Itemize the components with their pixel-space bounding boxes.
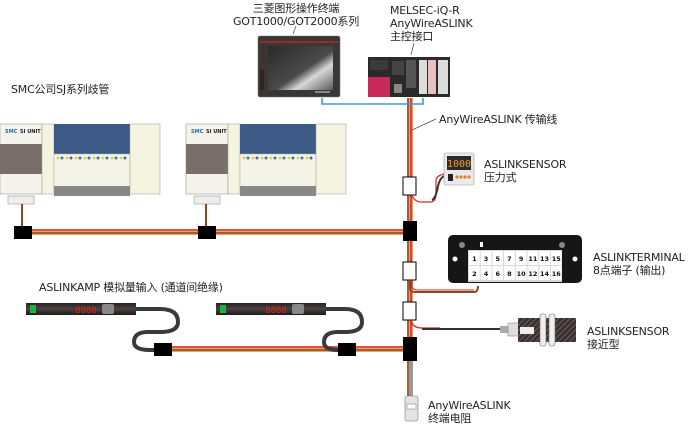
- smc-brand-text: SMC: [191, 129, 204, 135]
- amp-display-1: 8888: [75, 306, 97, 316]
- proximity-sensor-label-line-1: ASLINKSENSOR: [587, 325, 670, 338]
- smc-brand-text: SMC: [5, 129, 18, 135]
- terminal-number: 16: [552, 270, 562, 278]
- got-label: 三菱图形操作终端 GOT1000/GOT2000系列: [226, 2, 366, 28]
- amp-1-cable: [131, 307, 181, 352]
- terminal-number: 8: [507, 270, 512, 278]
- ethernet-cable: [321, 98, 424, 105]
- amp-2-cable: [321, 307, 365, 352]
- terminal-cell: [539, 251, 550, 265]
- terminal-number: 9: [519, 255, 524, 263]
- terminal-label: ASLINKTERMINAL 8点端子 (输出): [593, 251, 685, 277]
- terminal-cell: [504, 251, 515, 265]
- terminal-cell: [469, 251, 480, 265]
- terminal-cell: [504, 266, 515, 280]
- terminal-cell: [492, 266, 504, 280]
- tap-proximity-sensor: [402, 301, 417, 321]
- terminal-cell: [492, 251, 504, 265]
- terminal-number: 5: [495, 255, 500, 263]
- terminal-cell: [480, 266, 492, 280]
- got-hmi-device[interactable]: [257, 35, 341, 98]
- si-unit-text: SI UNIT: [20, 129, 41, 135]
- pressure-sensor-label-line-1: ASLINKSENSOR: [484, 158, 567, 171]
- proximity-sensor-label-line-2: 接近型: [587, 338, 620, 351]
- cable-label: AnyWireASLINK 传输线: [439, 113, 558, 126]
- smc-label: SMC公司SJ系列歧管: [11, 83, 110, 96]
- proximity-sensor-label: ASLINKSENSOR 接近型: [587, 325, 670, 351]
- terminal-label-line-2: 8点端子 (输出): [593, 264, 666, 277]
- terminal-number: 11: [528, 255, 538, 263]
- terminal-number: 15: [552, 255, 562, 263]
- si-unit-text: SI UNIT: [206, 129, 227, 135]
- melsec-label-line-3: 主控接口: [390, 30, 434, 43]
- junction-upper: [403, 221, 417, 241]
- terminal-number: 2: [472, 270, 477, 278]
- terminator-device[interactable]: [404, 395, 419, 422]
- terminal-cell: [527, 251, 539, 265]
- tap-terminal: [402, 261, 417, 281]
- terminal-cell: [480, 251, 492, 265]
- terminal-number: 4: [484, 270, 489, 278]
- terminal-number: 10: [517, 270, 527, 278]
- melsec-leader-line: [410, 42, 415, 56]
- terminal-number: 14: [540, 270, 550, 278]
- terminal-cell: [539, 266, 550, 280]
- aslink-amp-2[interactable]: 8888: [216, 303, 326, 316]
- got-label-line-1: 三菱图形操作终端: [252, 2, 340, 15]
- melsec-label: MELSEC-iQ-R AnyWireASLINK 主控接口: [390, 4, 473, 43]
- cable-leader-line: [411, 118, 437, 131]
- terminator-label-line-1: AnyWireASLINK: [428, 399, 511, 412]
- terminal-number: 6: [495, 270, 500, 278]
- terminal-cell: [550, 266, 562, 280]
- connector-smc-1: [14, 226, 32, 239]
- terminal-cell: [515, 251, 527, 265]
- smc-manifold-1[interactable]: SMC SI UNIT: [0, 123, 161, 205]
- got-label-line-2: GOT1000/GOT2000系列: [232, 15, 360, 28]
- connector-amp-2: [338, 343, 356, 356]
- smc-manifold-2[interactable]: SMC SI UNIT: [185, 123, 347, 205]
- aslink-amp-1[interactable]: 8888: [26, 303, 136, 316]
- connector-smc-2: [198, 226, 216, 239]
- aslink-terminal-device[interactable]: [448, 235, 582, 283]
- proximity-sensor-device[interactable]: [500, 313, 576, 347]
- connector-amp-1: [154, 343, 172, 356]
- terminal-number: 7: [507, 255, 512, 263]
- terminal-cell: [469, 266, 480, 280]
- tap-pressure-sensor: [402, 176, 417, 196]
- amp-display-2: 8888: [265, 306, 287, 316]
- pressure-sensor-device[interactable]: 1000: [443, 152, 475, 186]
- terminal-cell: [527, 266, 539, 280]
- terminal-number: 3: [484, 255, 489, 263]
- junction-lower: [403, 337, 417, 361]
- main-bus-horizontal-lower: [160, 346, 413, 352]
- terminal-cell: [550, 251, 562, 265]
- terminator-label: AnyWireASLINK 终端电阻: [428, 399, 511, 425]
- terminal-label-line-1: ASLINKTERMINAL: [593, 251, 685, 264]
- pressure-sensor-label-line-2: 压力式: [484, 171, 517, 184]
- melsec-label-line-1: MELSEC-iQ-R: [390, 4, 460, 17]
- melsec-plc-device[interactable]: [368, 57, 450, 97]
- pressure-display: 1000: [447, 159, 471, 170]
- amp-label: ASLINKAMP 模拟量输入 (通道间绝缘): [39, 281, 223, 294]
- terminal-cell: [515, 266, 527, 280]
- terminal-number: 1: [472, 255, 477, 263]
- terminal-number: 13: [540, 255, 549, 263]
- melsec-label-line-2: AnyWireASLINK: [390, 17, 473, 30]
- pressure-sensor-label: ASLINKSENSOR 压力式: [484, 158, 567, 184]
- terminal-number: 12: [528, 270, 537, 278]
- terminator-label-line-2: 终端电阻: [428, 412, 472, 425]
- got-leader-line: [292, 25, 297, 35]
